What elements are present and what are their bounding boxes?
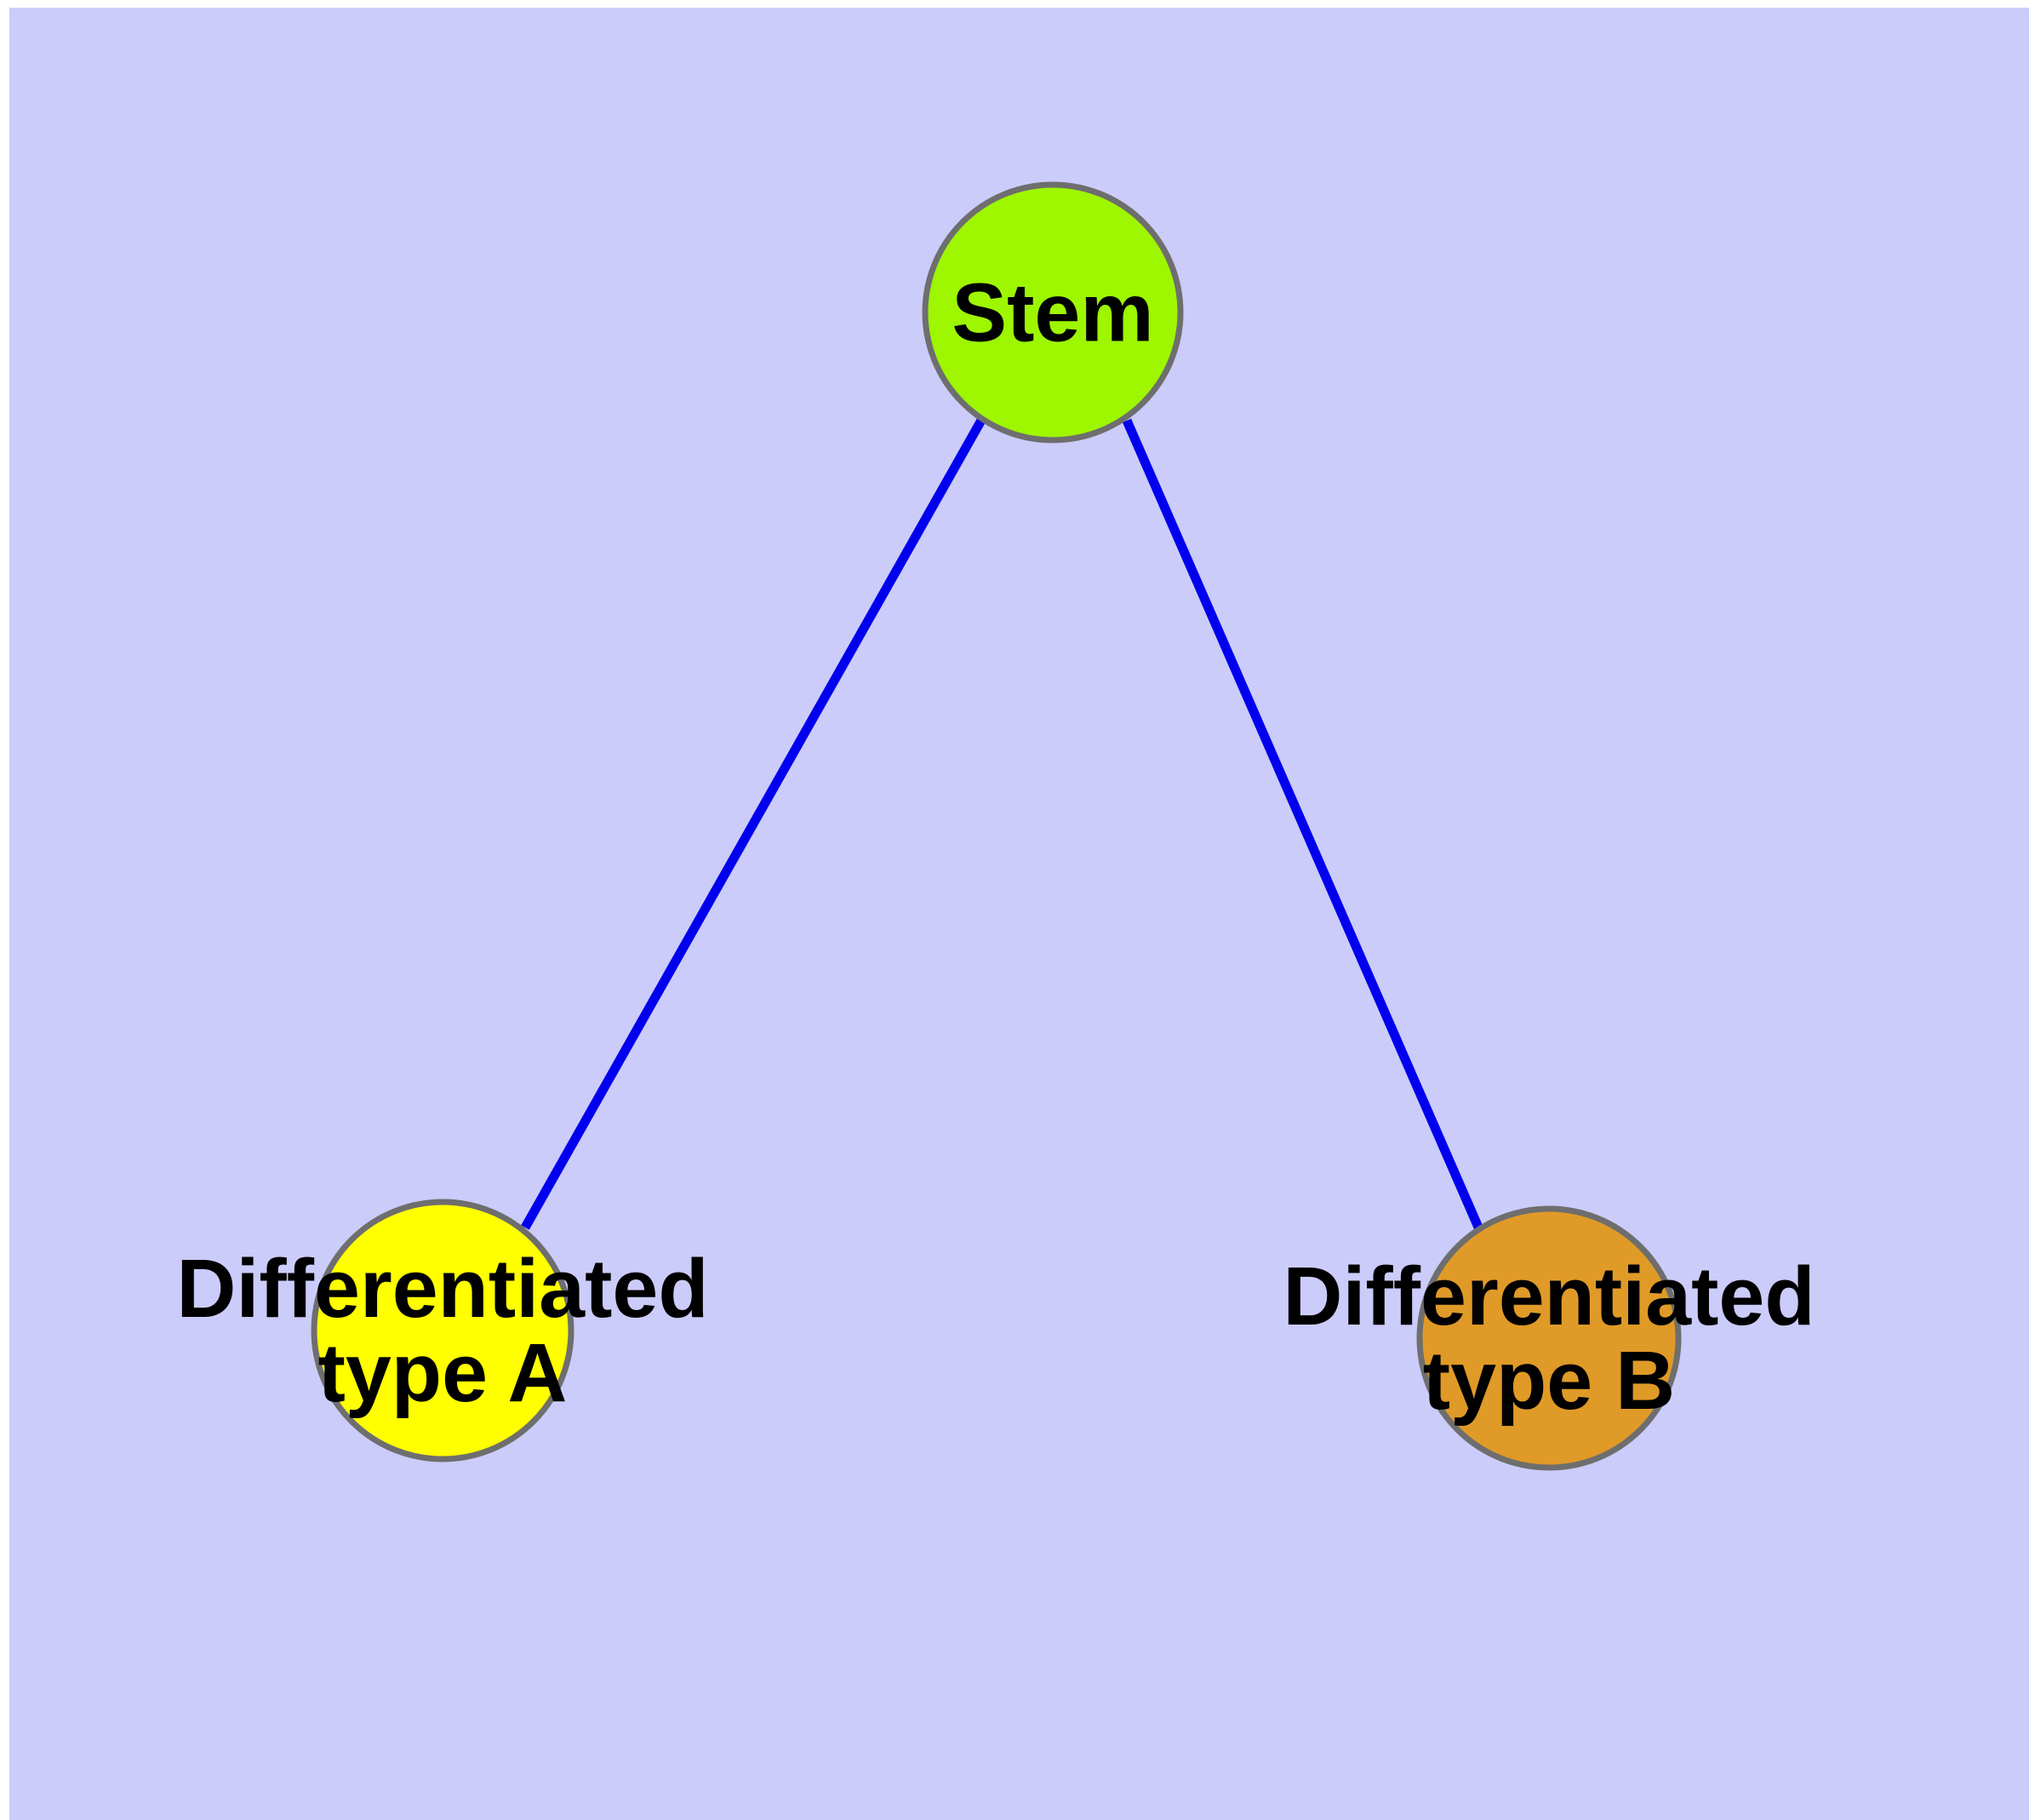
graph-node-label-line: type B <box>1423 1334 1675 1427</box>
graph-edge <box>1122 418 1484 1232</box>
graph-node[interactable] <box>922 181 1184 444</box>
graph-node[interactable] <box>1416 1205 1682 1471</box>
graph-node[interactable] <box>311 1199 574 1462</box>
edges-layer <box>521 416 1484 1232</box>
graph-edge <box>521 416 986 1230</box>
nodes-layer <box>311 181 1682 1471</box>
graph-node-label-line: Stem <box>952 266 1153 358</box>
graph-node-label: Stem <box>952 266 1153 358</box>
graph-node-label-line: Differentiated <box>176 1242 708 1335</box>
graph-node-label-line: Differentiated <box>1283 1250 1815 1342</box>
graph-node-label-line: type A <box>318 1326 568 1419</box>
